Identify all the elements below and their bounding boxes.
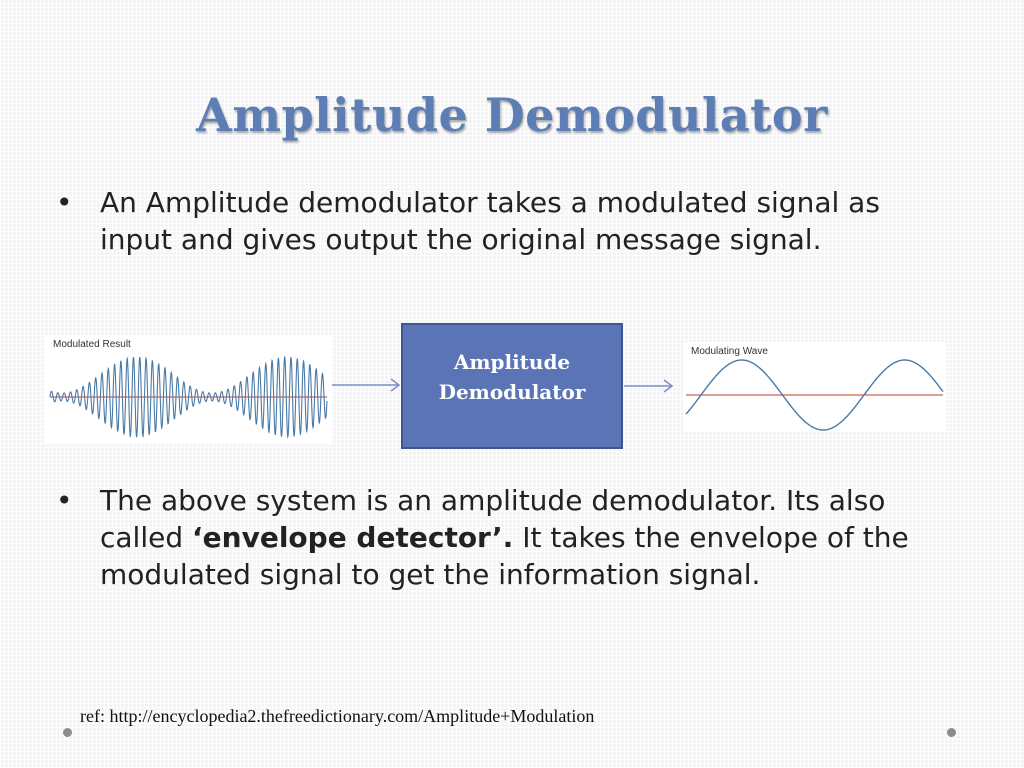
reference-link: ref: http://encyclopedia2.thefreediction… bbox=[80, 706, 595, 726]
bullet-1: • An Amplitude demodulator takes a modul… bbox=[56, 184, 936, 258]
bullet-2-prefix: The above system is an amplitude demodul… bbox=[100, 484, 886, 554]
demodulator-block-label: Amplitude Demodulator bbox=[438, 350, 586, 404]
slide-title: Amplitude Demodulator bbox=[196, 88, 828, 142]
modulated-result-plot: Modulated Result bbox=[45, 335, 332, 443]
input-arrow bbox=[332, 378, 401, 392]
corner-dot-left bbox=[63, 728, 72, 737]
corner-dot-right bbox=[947, 728, 956, 737]
bullet-2-text: The above system is an amplitude demodul… bbox=[100, 482, 936, 593]
envelope-detector-term: ‘envelope detector’. bbox=[192, 521, 514, 554]
bullet-1-text: An Amplitude demodulator takes a modulat… bbox=[100, 186, 880, 256]
bullet-2-suffix: It takes the envelope of the modulated s… bbox=[100, 521, 909, 591]
bullet-1-marker: • bbox=[56, 186, 73, 219]
bullet-2-marker: • bbox=[56, 484, 73, 517]
modulated-wave-graphic bbox=[49, 355, 328, 439]
bullet-2: • The above system is an amplitude demod… bbox=[56, 482, 936, 593]
modulating-wave-line bbox=[685, 359, 944, 431]
output-arrow bbox=[624, 379, 674, 393]
modulating-wave-plot: Modulating Wave bbox=[683, 342, 946, 432]
amplitude-demodulator-block: Amplitude Demodulator bbox=[401, 323, 623, 449]
modulated-result-label: Modulated Result bbox=[53, 339, 131, 350]
modulating-wave-label: Modulating Wave bbox=[691, 346, 768, 357]
modulated-wave-line bbox=[49, 355, 328, 439]
modulating-wave-graphic bbox=[685, 359, 944, 431]
